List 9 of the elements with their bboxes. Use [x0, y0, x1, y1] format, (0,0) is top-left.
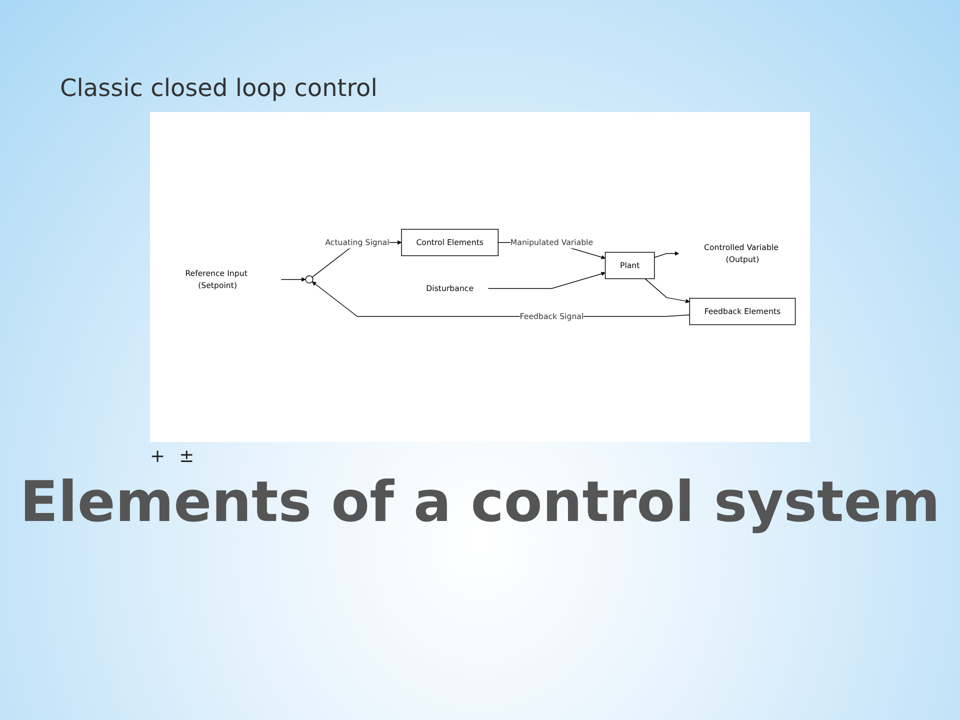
arrow: [280, 277, 306, 282]
slide-title: Elements of a control system: [18, 470, 942, 535]
sign-label: ±: [179, 446, 194, 467]
node-circle: [305, 275, 314, 284]
arrow: [654, 251, 680, 258]
sign-label: +: [150, 446, 166, 467]
bullet-text: Classic closed loop control: [60, 74, 378, 102]
arrow: [644, 278, 690, 304]
arrow: [488, 272, 606, 289]
